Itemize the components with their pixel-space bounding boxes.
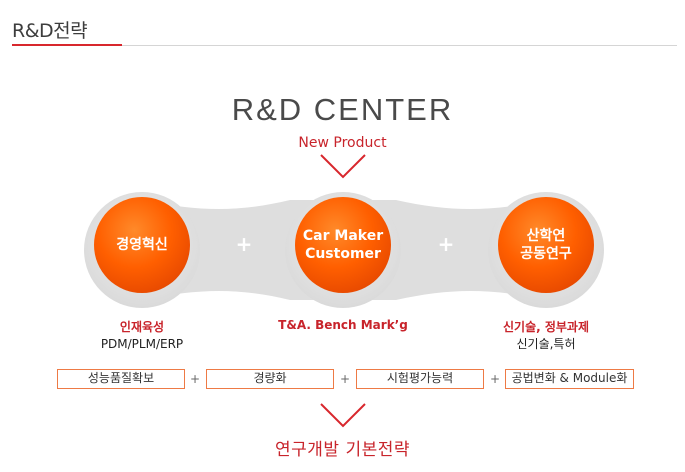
node-sub-black-3: 신기술,특허	[516, 337, 576, 351]
node-sub-black-1: PDM/PLM/ERP	[100, 337, 184, 351]
strategy-arrow	[320, 403, 366, 428]
box-plus-1: +	[189, 372, 201, 386]
strategy-box-3: 시험평가능력	[356, 369, 484, 389]
connector-plus-2: +	[437, 232, 455, 256]
node-sub-red-1: 인재육성	[119, 320, 165, 334]
strategy-box-2: 경량화	[206, 369, 334, 389]
page-title: R&D전략	[12, 20, 88, 42]
new-product-label: New Product	[298, 135, 387, 151]
node-circle-3	[498, 197, 594, 293]
connector-plus-1: +	[235, 232, 253, 256]
box-plus-2: +	[339, 372, 351, 386]
header-divider	[12, 45, 677, 46]
strategy-box-1: 성능품질확보	[57, 369, 185, 389]
node-sub-red-2: T&A. Bench Mark’g	[278, 318, 408, 332]
node-circle-1	[94, 197, 190, 293]
center-title: R&D CENTER	[231, 92, 454, 127]
node-sub-red-3: 신기술, 정부과제	[502, 320, 590, 334]
node-circle-2	[295, 197, 391, 293]
header-divider-accent	[12, 44, 122, 46]
new-product-arrow	[320, 154, 366, 179]
strategy-label: 연구개발 기본전략	[274, 440, 411, 460]
strategy-box-4: 공법변화 & Module화	[505, 369, 634, 389]
node-label-innovation: 경영혁신	[116, 237, 168, 253]
box-plus-3: +	[489, 372, 501, 386]
node-label-research: 산학연 공동연구	[520, 228, 572, 262]
node-label-customer: Car Maker Customer	[302, 228, 384, 262]
